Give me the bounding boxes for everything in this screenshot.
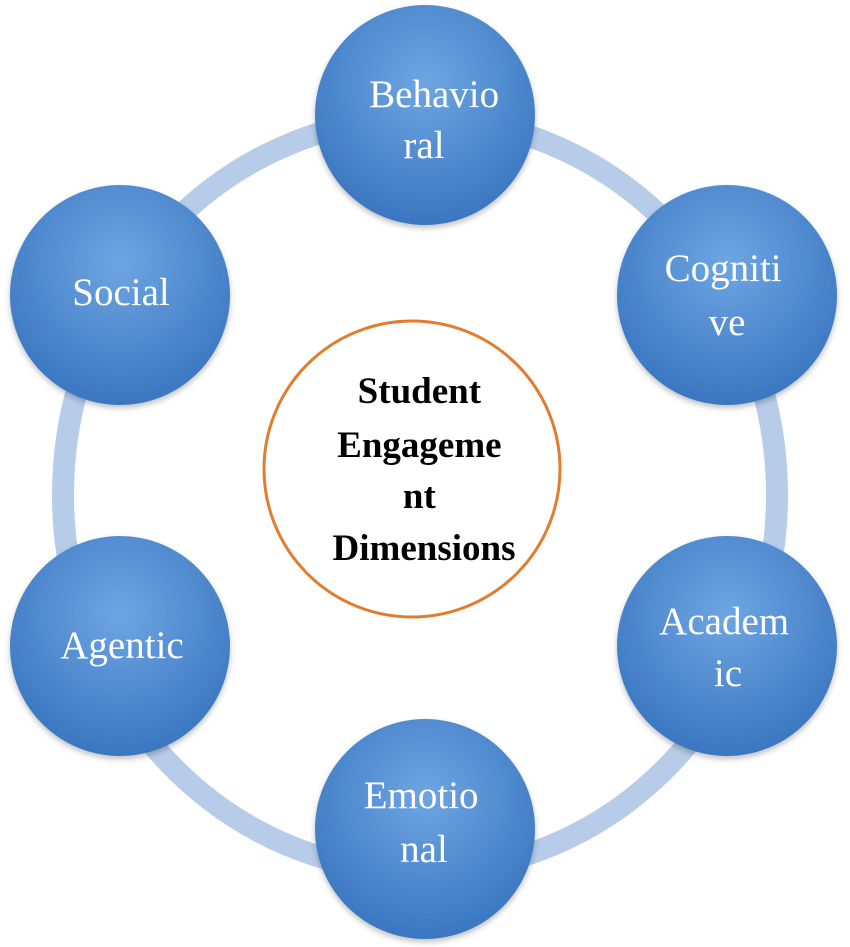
center-title-line-1: Student xyxy=(358,371,482,412)
node-behavioral: Behavio ral xyxy=(315,5,535,225)
center-title-line-3: nt xyxy=(403,476,437,517)
node-behavioral-line-2: ral xyxy=(403,124,444,167)
node-cognitive-label: Cogniti ve xyxy=(665,247,792,344)
node-behavioral-label: Behavio ral xyxy=(369,73,509,167)
node-academic-line-2: ic xyxy=(714,652,742,695)
node-emotional: Emotio nal xyxy=(315,719,535,939)
node-academic: Academ ic xyxy=(617,536,837,756)
center-node: Student Engageme nt Dimensions xyxy=(262,319,562,619)
node-academic-label: Academ ic xyxy=(659,600,799,695)
node-emotional-line-1: Emotio xyxy=(364,774,479,817)
center-title: Student Engageme nt Dimensions xyxy=(333,371,516,569)
node-cognitive-line-2: ve xyxy=(709,301,746,344)
node-agentic-line-1: Agentic xyxy=(60,624,183,667)
node-academic-line-1: Academ xyxy=(659,600,789,643)
center-title-line-2: Engageme xyxy=(337,425,501,466)
node-cognitive: Cogniti ve xyxy=(617,185,837,405)
node-agentic: Agentic xyxy=(10,536,230,756)
node-social-label: Social xyxy=(72,271,170,314)
node-agentic-label: Agentic xyxy=(60,624,183,667)
center-title-line-4: Dimensions xyxy=(333,528,516,569)
node-emotional-label: Emotio nal xyxy=(364,774,489,871)
node-emotional-line-2: nal xyxy=(400,828,448,871)
node-behavioral-line-1: Behavio xyxy=(369,73,499,116)
node-social: Social xyxy=(10,185,230,405)
node-cognitive-line-1: Cogniti xyxy=(665,247,782,290)
node-social-line-1: Social xyxy=(72,271,170,314)
